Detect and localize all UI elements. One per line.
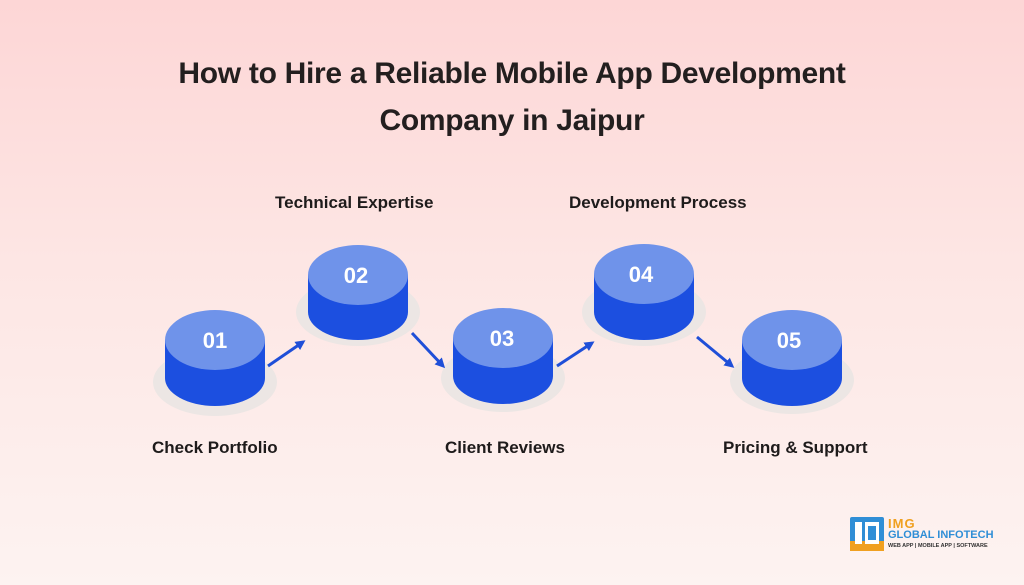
- step-01-number: 01: [203, 328, 227, 353]
- arrow-icon: [410, 331, 446, 369]
- arrow-icon: [267, 340, 306, 368]
- step-01-cylinder: 01: [153, 310, 277, 416]
- arrow-icon: [696, 335, 735, 368]
- step-02-number: 02: [344, 263, 368, 288]
- step-04-label: Development Process: [569, 193, 747, 212]
- logo-tagline: WEB APP | MOBILE APP | SOFTWARE: [888, 543, 988, 549]
- step-05-label: Pricing & Support: [723, 438, 868, 457]
- step-04-cylinder: 04: [582, 244, 706, 346]
- logo-brand: IMG: [888, 516, 916, 531]
- step-01-label: Check Portfolio: [152, 438, 278, 457]
- arrow-icon: [556, 341, 595, 368]
- step-02-cylinder: 02: [296, 245, 420, 346]
- step-05-cylinder: 05: [730, 310, 854, 414]
- page-title: How to Hire a Reliable Mobile App Develo…: [0, 50, 1024, 144]
- step-04-number: 04: [629, 262, 654, 287]
- step-03-number: 03: [490, 326, 514, 351]
- step-05-number: 05: [777, 328, 801, 353]
- title-line-2: Company in Jaipur: [379, 104, 645, 137]
- step-02-label: Technical Expertise: [275, 193, 434, 212]
- logo-name: GLOBAL INFOTECH: [888, 529, 994, 541]
- img-logo-icon: [850, 517, 884, 551]
- title-line-1: How to Hire a Reliable Mobile App Develo…: [178, 57, 846, 90]
- step-03-label: Client Reviews: [445, 438, 565, 457]
- step-03-cylinder: 03: [441, 308, 565, 412]
- company-logo: IMG GLOBAL INFOTECH WEB APP | MOBILE APP…: [850, 515, 994, 555]
